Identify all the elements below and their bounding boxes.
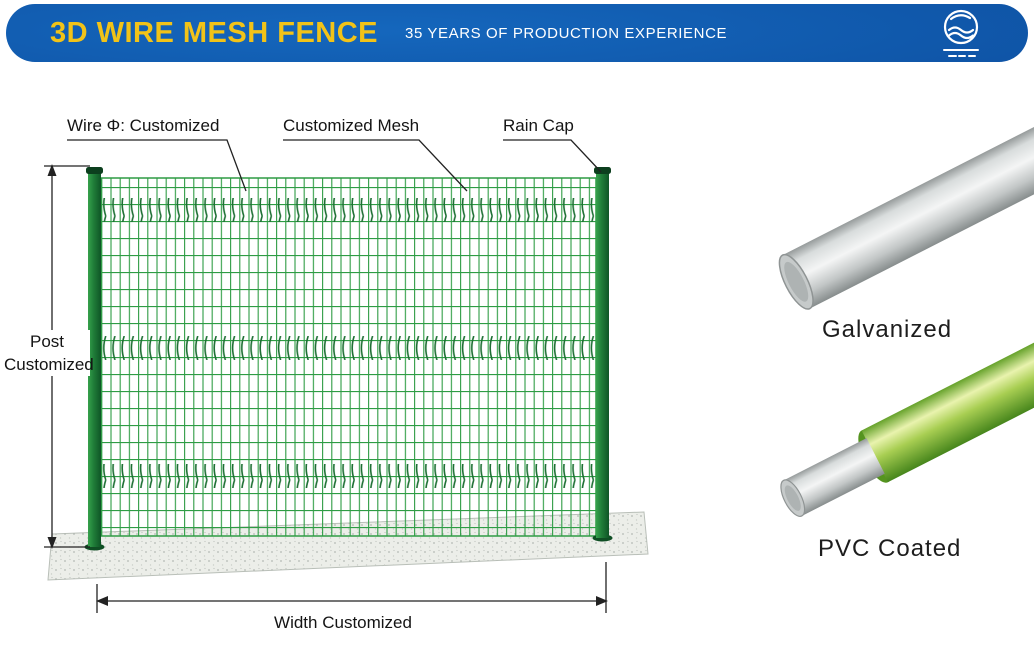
width-dimension-label: Width Customized <box>274 613 412 632</box>
post-label-line1: Post <box>29 332 65 351</box>
rain-cap-left <box>86 167 103 174</box>
post-label-line2: Customized <box>4 355 94 374</box>
pvc-tube-image <box>780 280 1034 517</box>
callout-leader-lines <box>67 139 602 192</box>
galvanized-label: Galvanized <box>822 316 953 343</box>
mesh-panel <box>100 177 597 537</box>
company-logo-icon <box>943 9 979 57</box>
callout-rain-cap-label: Rain Cap <box>503 116 574 135</box>
left-post <box>84 167 105 551</box>
header-banner: 3D WIRE MESH FENCE 35 YEARS OF PRODUCTIO… <box>6 4 1028 62</box>
galvanized-tube-image <box>778 101 1034 310</box>
callout-mesh-label: Customized Mesh <box>283 116 420 135</box>
mesh-bend-top <box>101 198 596 222</box>
post-dimension-label: Post Customized <box>4 330 94 376</box>
mesh-bend-bottom <box>101 464 596 488</box>
pvc-coated-label: PVC Coated <box>818 535 962 562</box>
page-title: 3D WIRE MESH FENCE <box>50 16 379 49</box>
header-subtitle: 35 YEARS OF PRODUCTION EXPERIENCE <box>405 24 728 42</box>
right-post <box>592 167 613 542</box>
width-dimension <box>96 562 608 613</box>
mesh-bend-middle <box>101 336 596 360</box>
callout-wire-label: Wire Φ: Customized <box>67 116 220 135</box>
